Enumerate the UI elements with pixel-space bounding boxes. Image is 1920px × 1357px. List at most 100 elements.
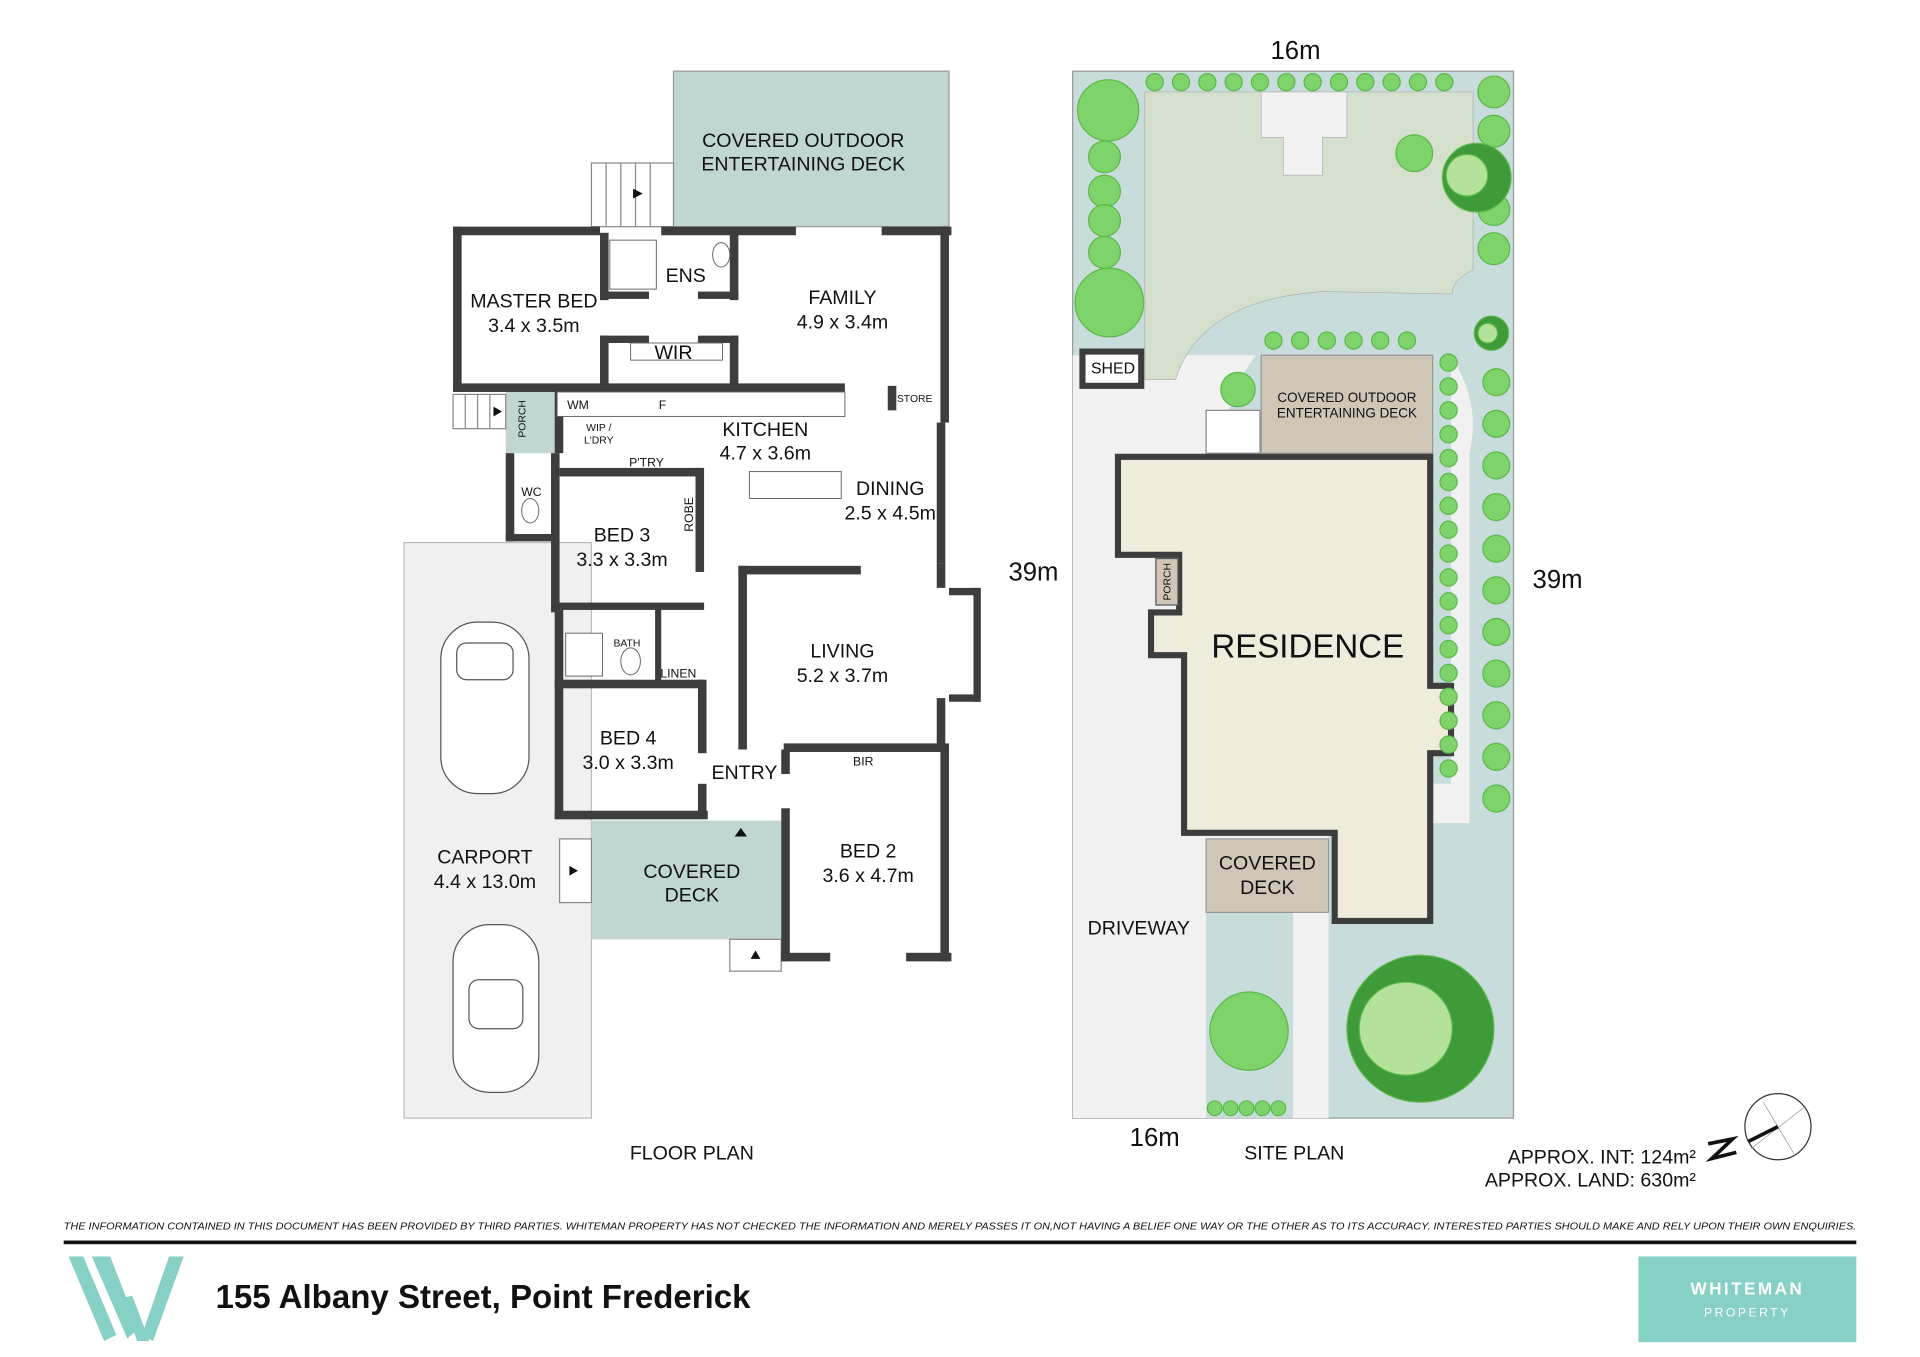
label-site-outdoor-deck-1: COVERED OUTDOOR bbox=[1277, 390, 1416, 405]
site-plan-title: SITE PLAN bbox=[1244, 1143, 1344, 1165]
residence bbox=[1114, 453, 1455, 925]
tree-icon bbox=[1482, 742, 1511, 771]
tree-icon bbox=[1344, 331, 1363, 350]
tree-icon bbox=[1224, 72, 1243, 92]
brand-name: WHITEMAN bbox=[1690, 1278, 1804, 1298]
label-master-bed: MASTER BED bbox=[470, 290, 597, 312]
label-site-outdoor-deck-2: ENTERTAINING DECK bbox=[1277, 406, 1417, 421]
label-robe: ROBE bbox=[682, 497, 696, 532]
tree-icon bbox=[1482, 451, 1511, 480]
size-bed2: 3.6 x 4.7m bbox=[822, 865, 913, 887]
lawn bbox=[1144, 91, 1474, 381]
tree-icon bbox=[1482, 659, 1511, 688]
tree-icon bbox=[1439, 377, 1458, 396]
tree-icon bbox=[1371, 331, 1390, 350]
label-linen: LINEN bbox=[660, 666, 696, 680]
size-living: 5.2 x 3.7m bbox=[797, 665, 888, 687]
tree-icon bbox=[1435, 72, 1454, 92]
label-store: STORE bbox=[897, 394, 933, 405]
label-covered-deck-2: DECK bbox=[665, 884, 719, 906]
tree-icon bbox=[1087, 174, 1122, 208]
tree-icon bbox=[1356, 72, 1375, 92]
tree-icon bbox=[1439, 616, 1458, 635]
brand-logo-box bbox=[1638, 1256, 1857, 1343]
label-site-porch: PORCH bbox=[1163, 563, 1174, 601]
size-bed4: 3.0 x 3.3m bbox=[582, 752, 673, 774]
label-residence: RESIDENCE bbox=[1211, 629, 1404, 666]
tree-icon bbox=[1439, 544, 1458, 563]
tree-icon bbox=[1477, 232, 1511, 266]
label-wip-2: L'DRY bbox=[584, 435, 614, 446]
porch-area bbox=[505, 391, 555, 454]
entry-arrow-icon bbox=[734, 827, 747, 837]
paved-area bbox=[1260, 91, 1348, 176]
tree-icon bbox=[1358, 981, 1453, 1076]
label-bath: BATH bbox=[613, 639, 640, 650]
footer-divider bbox=[63, 1240, 1857, 1245]
whiteman-w-logo bbox=[68, 1256, 184, 1341]
covered-deck-area bbox=[591, 820, 782, 940]
label-outdoor-deck-1: COVERED OUTDOOR bbox=[702, 130, 904, 152]
tree-icon bbox=[1145, 72, 1164, 92]
label-ens: ENS bbox=[666, 265, 706, 287]
label-pantry: P'TRY bbox=[629, 456, 664, 470]
floor-plan-title: FLOOR PLAN bbox=[630, 1143, 754, 1165]
size-carport: 4.4 x 13.0m bbox=[434, 871, 536, 893]
tree-icon bbox=[1439, 592, 1458, 611]
tree-icon bbox=[1477, 114, 1511, 148]
label-shed: SHED bbox=[1091, 361, 1135, 378]
site-outdoor-deck bbox=[1260, 354, 1434, 454]
tree-icon bbox=[1439, 353, 1458, 372]
tree-icon bbox=[1482, 784, 1511, 813]
site-plan: SHED COVERED OUTDOOR ENTERTAINING DECK R… bbox=[1008, 37, 1582, 1165]
label-fridge: F bbox=[659, 398, 666, 412]
tree-icon bbox=[1329, 72, 1349, 92]
tree-icon bbox=[1171, 72, 1191, 92]
label-covered-deck-1: COVERED bbox=[643, 861, 740, 883]
tree-icon bbox=[1209, 991, 1289, 1071]
approx-land: APPROX. LAND: 630m² bbox=[1485, 1170, 1697, 1192]
tree-icon bbox=[1087, 204, 1122, 238]
size-master-bed: 3.4 x 3.5m bbox=[488, 315, 579, 337]
label-outdoor-deck-2: ENTERTAINING DECK bbox=[701, 153, 905, 175]
floor-plan: COVERED OUTDOOR ENTERTAINING DECK MASTER… bbox=[403, 70, 981, 1165]
site-covered-deck bbox=[1205, 838, 1330, 913]
tree-icon bbox=[1222, 1100, 1239, 1117]
stairs-side bbox=[452, 393, 782, 972]
walls bbox=[453, 226, 981, 962]
tree-icon bbox=[1439, 759, 1458, 778]
tree-icon bbox=[1317, 331, 1337, 350]
size-dining: 2.5 x 4.5m bbox=[844, 502, 935, 524]
approx-int: APPROX. INT: 124m² bbox=[1508, 1146, 1697, 1168]
shed bbox=[1079, 348, 1145, 389]
dim-bottom: 16m bbox=[1130, 1124, 1180, 1152]
tree-icon bbox=[1439, 687, 1458, 707]
tree-icon bbox=[1439, 520, 1458, 539]
size-kitchen: 4.7 x 3.6m bbox=[720, 442, 811, 464]
tree-icon bbox=[1087, 140, 1122, 174]
tree-icon bbox=[1439, 496, 1458, 516]
tree-icon bbox=[1482, 534, 1511, 563]
tree-icon bbox=[1439, 663, 1458, 683]
tree-icon bbox=[1445, 153, 1489, 197]
tree-icon bbox=[1303, 72, 1322, 92]
tree-icon bbox=[1074, 267, 1145, 338]
dim-left: 39m bbox=[1008, 559, 1058, 587]
tree-icon bbox=[1076, 79, 1140, 142]
label-porch: PORCH bbox=[517, 400, 528, 438]
tree-icon bbox=[1439, 401, 1458, 420]
label-driveway: DRIVEWAY bbox=[1088, 917, 1190, 939]
tree-icon bbox=[1277, 72, 1296, 92]
tree-icon bbox=[1220, 371, 1256, 408]
disclaimer: THE INFORMATION CONTAINED IN THIS DOCUME… bbox=[64, 1222, 1857, 1233]
tree-icon bbox=[1264, 331, 1283, 350]
label-living: LIVING bbox=[810, 641, 874, 663]
tree-icon bbox=[1198, 72, 1217, 92]
tree-icon bbox=[1482, 701, 1511, 730]
tree-icon bbox=[1439, 472, 1458, 492]
tree-icon bbox=[1206, 1100, 1223, 1117]
label-wip-1: WIP / bbox=[586, 423, 611, 434]
tree-icon bbox=[1382, 72, 1401, 92]
dim-right: 39m bbox=[1533, 566, 1583, 594]
